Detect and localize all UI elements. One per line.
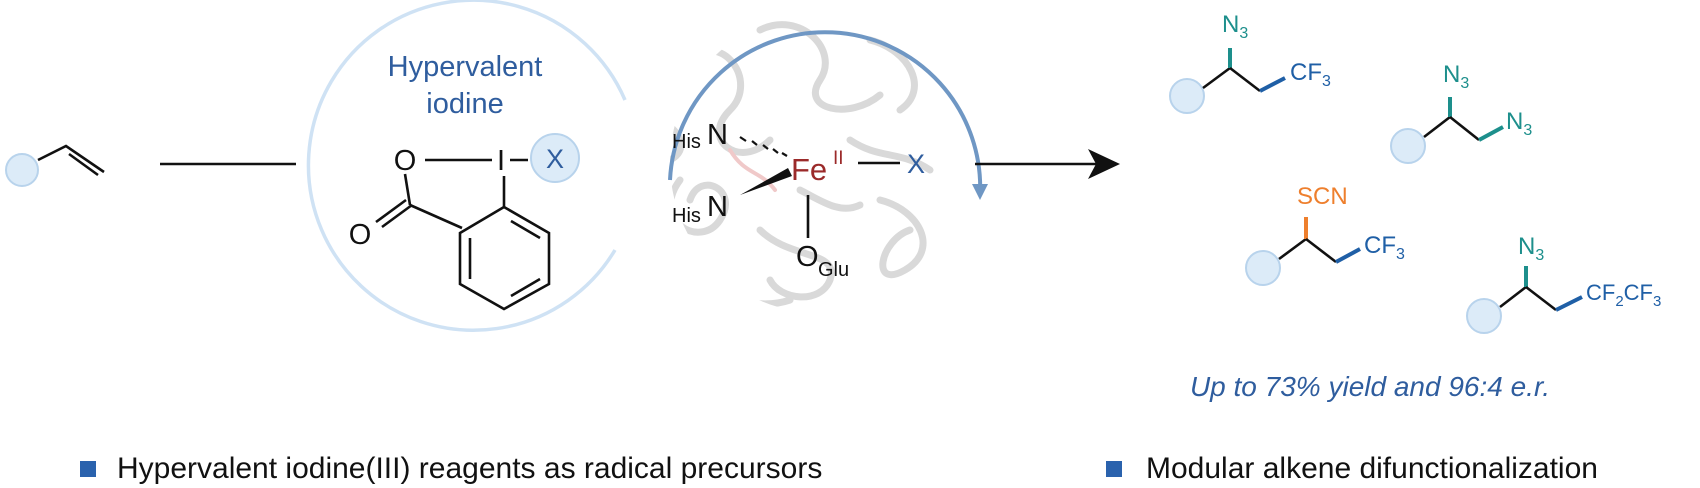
svg-text:N3: N3 [1506, 108, 1532, 139]
product-4-right-sub2: 3 [1653, 293, 1661, 310]
x-ligand-circle [530, 133, 580, 183]
bullet-2-text: Modular alkene difunctionalization [1146, 452, 1598, 485]
product-1-right: CF [1290, 59, 1322, 86]
bullet-1-text: Hypervalent iodine(III) reagents as radi… [117, 452, 822, 485]
ring-oxygen: O [394, 145, 417, 177]
bullet-square-icon [80, 461, 96, 477]
svg-text:CF3: CF3 [1290, 59, 1331, 90]
substituent-circle-icon [1466, 298, 1502, 334]
iron-complex-structure [739, 136, 900, 238]
product-azido-trifluoromethyl: N3 CF3 [1169, 11, 1331, 114]
product-4-right2: CF [1624, 280, 1653, 305]
product-thiocyanato-trifluoromethyl: SCN CF3 [1245, 183, 1405, 286]
panel-title-line1: Hypervalent [388, 51, 543, 83]
iodine-reagent-structure [375, 158, 551, 311]
product-3-right: CF [1364, 232, 1396, 259]
product-1-right-sub: 3 [1322, 73, 1331, 90]
product-4-right-sub: 2 [1615, 293, 1623, 310]
his-top-sub: His [672, 131, 701, 153]
product-4-top-sub: 3 [1535, 247, 1544, 264]
svg-text:N3: N3 [1518, 233, 1544, 264]
product-2-right: N [1506, 108, 1523, 135]
enzyme-x-ligand: X [907, 149, 925, 179]
product-4-top: N [1518, 233, 1535, 260]
iodine-atom: I [497, 145, 505, 177]
product-1-top-sub: 3 [1239, 25, 1248, 42]
hypervalent-iodine-panel: Hypervalent iodine O I O X [306, 0, 627, 332]
carbonyl-oxygen: O [349, 219, 372, 251]
bullet-item-1: Hypervalent iodine(III) reagents as radi… [80, 452, 822, 485]
iodine-ring [306, 0, 627, 332]
product-1-top: N [1222, 11, 1239, 38]
product-3-right-sub: 3 [1396, 246, 1405, 263]
panel-title-line2: iodine [426, 88, 503, 120]
iron-atom: Fe [791, 152, 827, 187]
product-4-right: CF [1586, 280, 1615, 305]
alkene-substrate [5, 144, 105, 187]
his-top-N: N [707, 119, 728, 151]
svg-text:N3: N3 [1443, 61, 1469, 92]
glu-oxygen: O [796, 241, 819, 273]
substituent-circle-icon [1390, 128, 1426, 164]
glu-sub: Glu [818, 259, 849, 281]
substituent-circle-icon [5, 153, 39, 187]
svg-text:N3: N3 [1222, 11, 1248, 42]
product-diazido: N3 N3 [1390, 61, 1532, 164]
his-bottom-N: N [707, 191, 728, 223]
bullet-square-icon [1106, 461, 1122, 477]
enzyme-ring-arc [668, 30, 983, 196]
product-3-top: SCN [1297, 183, 1348, 210]
svg-text:CF3: CF3 [1364, 232, 1405, 263]
iron-oxidation-state: II [833, 148, 844, 169]
product-2-top-sub: 3 [1460, 75, 1469, 92]
product-2-right-sub: 3 [1523, 122, 1532, 139]
product-azido-pentafluoroethyl: N3 CF2CF3 [1466, 233, 1661, 334]
arrow-right-icon [975, 149, 1120, 179]
yield-summary: Up to 73% yield and 96:4 e.r. [1190, 371, 1550, 402]
substituent-circle-icon [1245, 250, 1281, 286]
bullet-item-2: Modular alkene difunctionalization [1106, 452, 1598, 485]
svg-text:CF2CF3: CF2CF3 [1586, 280, 1661, 310]
product-2-top: N [1443, 61, 1460, 88]
enzyme-ring-arrowhead [972, 184, 988, 200]
his-bottom-sub: His [672, 205, 701, 227]
substituent-circle-icon [1169, 78, 1205, 114]
enzyme-panel: His N His N Fe II X O Glu [668, 13, 988, 313]
x-ligand-label: X [546, 144, 564, 174]
